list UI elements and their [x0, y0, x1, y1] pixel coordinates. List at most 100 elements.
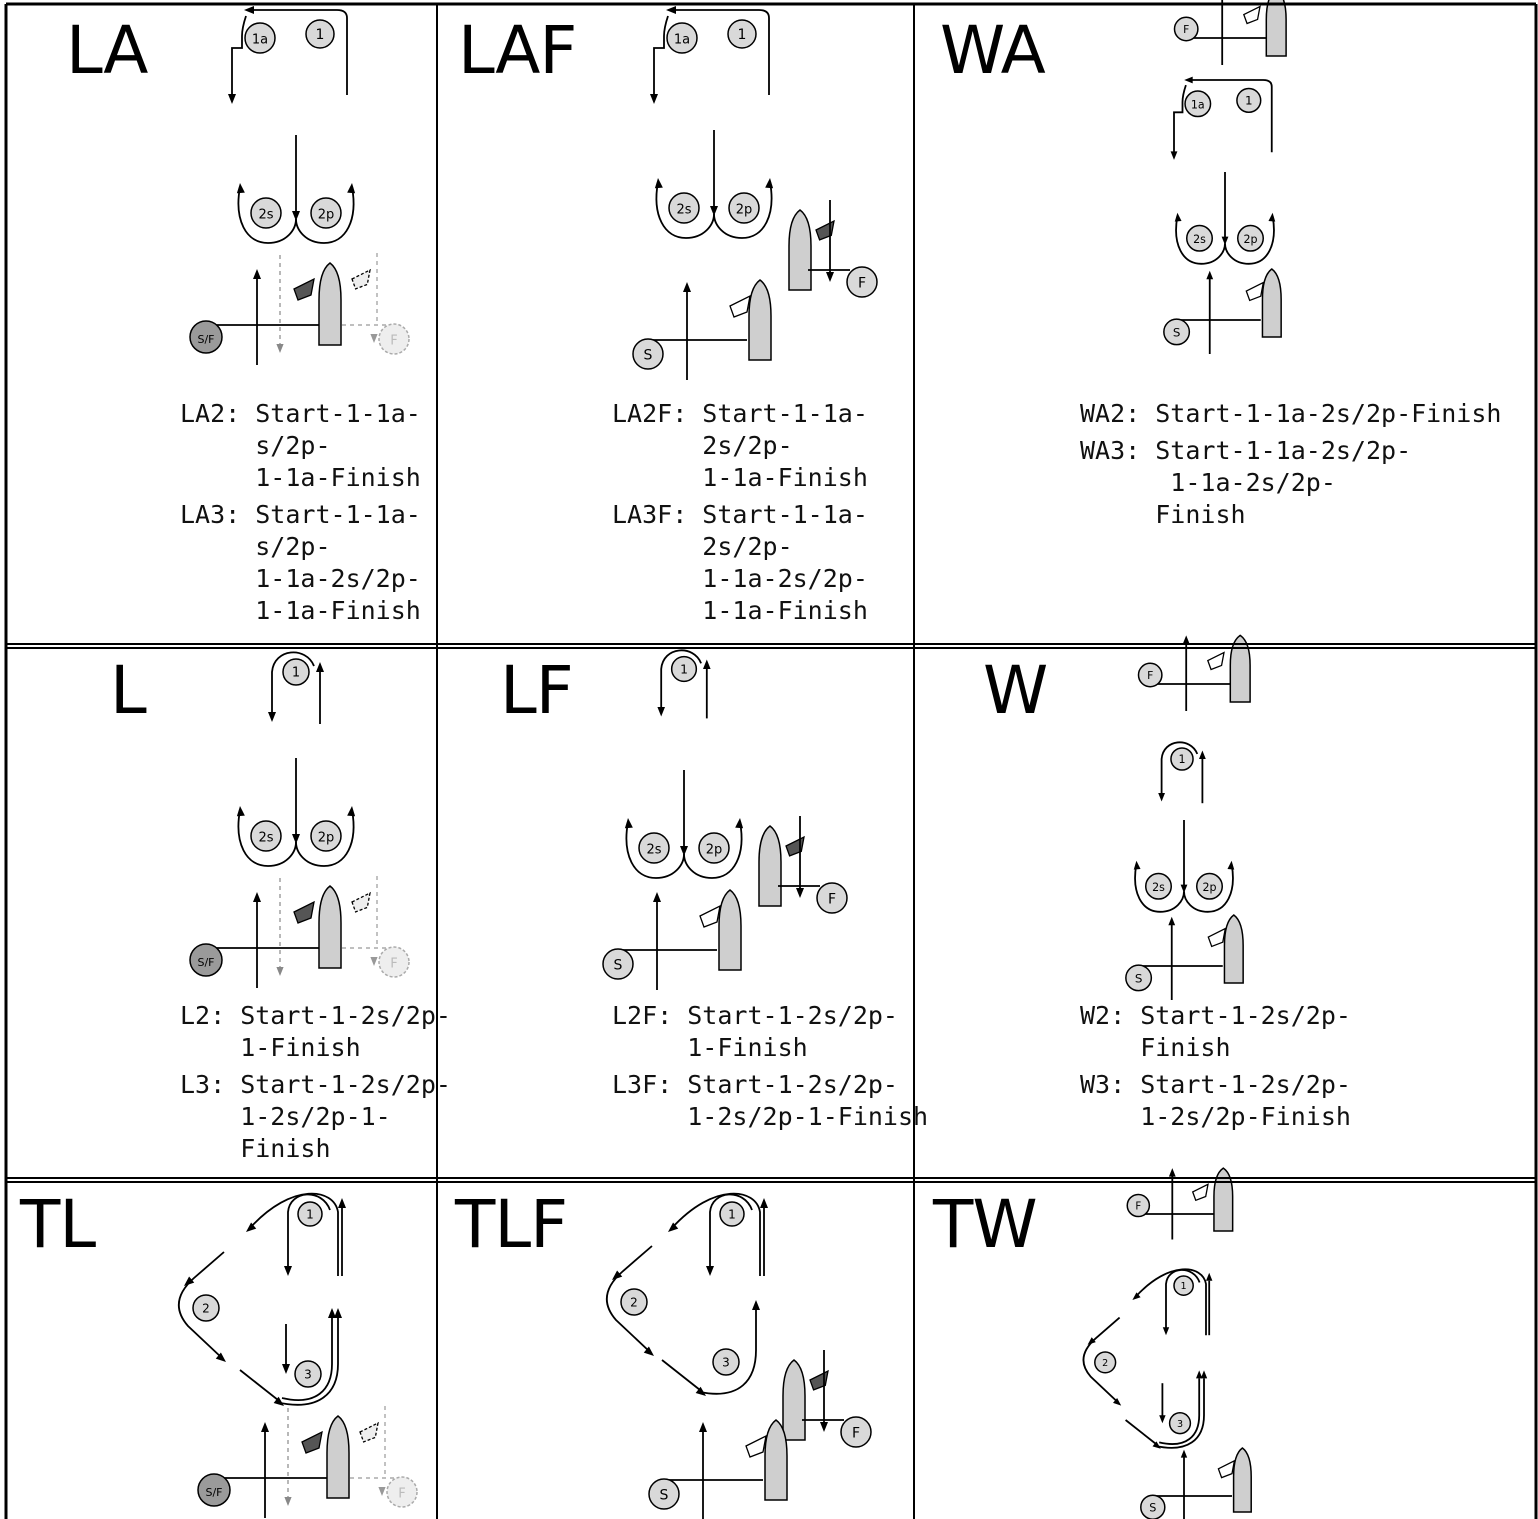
flag-icon	[293, 900, 315, 924]
course-leg-line	[653, 15, 669, 96]
mark-label: S	[1149, 1502, 1156, 1515]
mark-startfinish: S/F	[197, 1473, 231, 1507]
arrowhead-icon	[316, 662, 324, 672]
mark-buoy-icon	[1237, 224, 1264, 252]
course-leg-line	[1183, 864, 1234, 913]
course-leg-line	[275, 1318, 339, 1406]
course-sequence: WA2: Start-1-1a-2s/2p-Finish	[1080, 399, 1502, 428]
course-leg-line	[250, 9, 348, 95]
mark-buoy-icon	[189, 943, 223, 977]
mark-buoy-icon	[294, 1360, 322, 1388]
committee-boat-icon	[1213, 1167, 1234, 1232]
flag-icon	[745, 1434, 767, 1458]
course-leg-line	[655, 181, 715, 239]
arrowhead-icon	[1087, 1337, 1096, 1345]
mark-buoy-icon	[1145, 872, 1172, 900]
mark-m1a: 1a	[666, 22, 698, 54]
arrowhead-icon	[276, 967, 284, 976]
arrowhead-icon	[624, 818, 633, 829]
mark-label: 1	[316, 27, 325, 43]
mark-label: 2p	[1202, 881, 1216, 894]
mark-finish: F	[378, 946, 410, 978]
mark-label: 2s	[646, 842, 661, 857]
course-leg-line	[271, 651, 315, 714]
arrowhead-icon	[236, 806, 245, 817]
arrowhead-icon	[1182, 635, 1190, 645]
mark-label: 1	[1245, 94, 1253, 108]
mark-finish: F	[378, 323, 410, 355]
mark-label: 3	[304, 1368, 312, 1382]
flag-icon	[1206, 651, 1225, 671]
mark-buoy-icon	[728, 192, 760, 224]
mark-label: 1	[1178, 753, 1185, 766]
mark-label: S/F	[205, 1486, 222, 1499]
committee-boat-icon	[782, 1359, 806, 1441]
mark-buoy-icon	[310, 820, 342, 852]
mark-label: 2p	[1243, 233, 1257, 246]
course-leg-line	[178, 1251, 225, 1359]
course-code-label: WA	[940, 12, 1046, 89]
arrowhead-icon	[826, 272, 834, 282]
mark-label: 2p	[318, 830, 335, 845]
course-code-label: LA	[66, 12, 148, 89]
mark-label: F	[852, 1425, 860, 1441]
mark-label: 2p	[706, 842, 723, 857]
flag-icon	[729, 294, 751, 318]
mark-start: S	[1140, 1494, 1166, 1519]
mark-buoy-icon	[386, 1476, 418, 1508]
mark-label: 1a	[252, 32, 268, 47]
mark-startfinish: S/F	[189, 320, 223, 354]
course-code-label: TL	[20, 1186, 96, 1263]
committee-boat-icon	[318, 885, 342, 969]
course-leg-line	[1175, 216, 1226, 265]
mark-buoy-icon	[638, 832, 670, 864]
arrowhead-icon	[680, 846, 688, 856]
arrowhead-icon	[657, 707, 665, 717]
course-code-label: TLF	[455, 1186, 568, 1263]
arrowhead-icon	[1206, 1272, 1213, 1281]
flag-icon	[699, 904, 721, 928]
mark-buoy-icon	[712, 1348, 740, 1376]
arrowhead-icon	[703, 659, 711, 669]
mark-m1: 1	[670, 655, 698, 683]
mark-m1: 1	[1170, 747, 1194, 771]
mark-buoy-icon	[1186, 224, 1213, 252]
arrowhead-icon	[215, 1352, 226, 1362]
committee-boat-icon	[1232, 1447, 1252, 1513]
arrowhead-icon	[760, 1198, 768, 1208]
mark-label: 1a	[674, 32, 690, 47]
mark-label: 1	[292, 666, 300, 681]
arrowhead-icon	[612, 1270, 623, 1280]
mark-label: S	[1173, 325, 1181, 339]
mark-startfinish: S/F	[189, 943, 223, 977]
mark-buoy-icon	[1125, 964, 1153, 992]
arrowhead-icon	[276, 344, 284, 353]
course-leg-line	[237, 186, 297, 244]
mark-label: F	[390, 333, 397, 348]
arrowhead-icon	[246, 1222, 257, 1232]
mark-buoy-icon	[727, 19, 757, 49]
mark-label: 2s	[676, 202, 691, 217]
arrowhead-icon	[292, 834, 300, 844]
course-leg-line	[1160, 741, 1199, 795]
committee-boat-icon	[318, 262, 342, 346]
committee-boat-icon	[1261, 268, 1282, 338]
mark-m2: 2	[1094, 1351, 1117, 1374]
mark-label: F	[1147, 669, 1153, 682]
course-leg-line	[672, 9, 770, 95]
arrowhead-icon	[347, 806, 356, 817]
course-leg-line	[1224, 216, 1275, 265]
mark-label: 2p	[736, 202, 753, 217]
course-sequence: LA3: Start-1-1a- s/2p- 1-1a-2s/2p- 1-1a-…	[180, 500, 421, 625]
mark-buoy-icon	[1094, 1351, 1117, 1374]
mark-buoy-icon	[1170, 747, 1194, 771]
mark-label: 1	[306, 1207, 314, 1221]
arrowhead-icon	[292, 211, 300, 221]
mark-label: S	[1135, 971, 1143, 985]
